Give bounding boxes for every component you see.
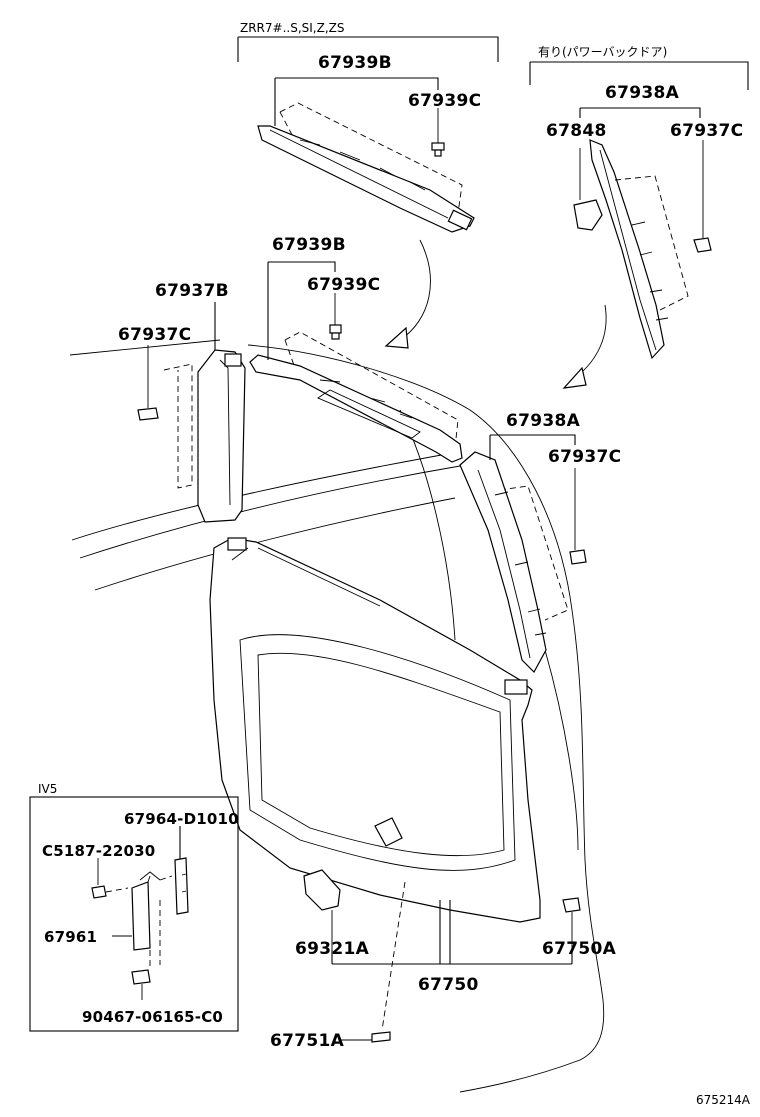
inset-iv5 bbox=[29, 796, 239, 1032]
variant-label-top-center: ZRR7#..S,SI,Z,ZS bbox=[240, 21, 345, 35]
variant-label-top-right: 有り(パワーバックドア) bbox=[538, 45, 667, 59]
inset-label-iv5: IV5 bbox=[38, 782, 57, 796]
label-67938A-top: 67938A bbox=[605, 83, 680, 103]
label-67938A-mid: 67938A bbox=[506, 411, 581, 431]
part-67939B-upper bbox=[257, 102, 475, 233]
direction-arrow-right bbox=[562, 304, 607, 389]
direction-arrow-upper bbox=[384, 239, 431, 349]
label-67751A: 67751A bbox=[270, 1031, 345, 1051]
label-90467-06165-C0: 90467-06165-C0 bbox=[82, 1008, 223, 1026]
screw-67751A bbox=[371, 881, 406, 1043]
vehicle-body-outline bbox=[69, 339, 605, 1093]
part-67939B-lower bbox=[249, 331, 463, 463]
label-67961: 67961 bbox=[44, 928, 97, 946]
part-67750 bbox=[209, 537, 541, 923]
label-67939B-mid: 67939B bbox=[272, 235, 346, 255]
label-67750A: 67750A bbox=[542, 939, 617, 959]
labels: ZRR7#..S,SI,Z,ZS 有り(パワーバックドア) IV5 67939B… bbox=[38, 21, 751, 1107]
label-67939B-top: 67939B bbox=[318, 53, 392, 73]
part-67938A-upper bbox=[589, 139, 689, 360]
part-67937B bbox=[163, 349, 246, 523]
clip-67937C-left bbox=[137, 345, 159, 421]
label-67964-D1010: 67964-D1010 bbox=[124, 810, 239, 828]
label-67937B: 67937B bbox=[155, 281, 229, 301]
clip-67937C-right bbox=[569, 468, 587, 565]
part-67848 bbox=[573, 148, 603, 231]
label-67939C-top: 67939C bbox=[408, 91, 481, 111]
leader-lines bbox=[214, 36, 749, 1041]
label-69321A: 69321A bbox=[295, 939, 370, 959]
part-69321A bbox=[303, 869, 341, 950]
figure-code: 675214A bbox=[696, 1093, 751, 1107]
label-67750: 67750 bbox=[418, 975, 479, 995]
clip-67937C-upper bbox=[693, 140, 712, 253]
label-67937C-top: 67937C bbox=[670, 121, 743, 141]
label-67939C-mid: 67939C bbox=[307, 275, 380, 295]
clip-67750A bbox=[562, 897, 581, 950]
clip-67939C-mid bbox=[329, 293, 342, 340]
label-67848: 67848 bbox=[546, 121, 607, 141]
part-67938A-lower bbox=[459, 451, 569, 673]
label-67937C-right: 67937C bbox=[548, 447, 621, 467]
label-67937C-left: 67937C bbox=[118, 325, 191, 345]
clip-67939C-upper bbox=[431, 108, 445, 157]
label-C5187-22030: C5187-22030 bbox=[42, 842, 155, 860]
